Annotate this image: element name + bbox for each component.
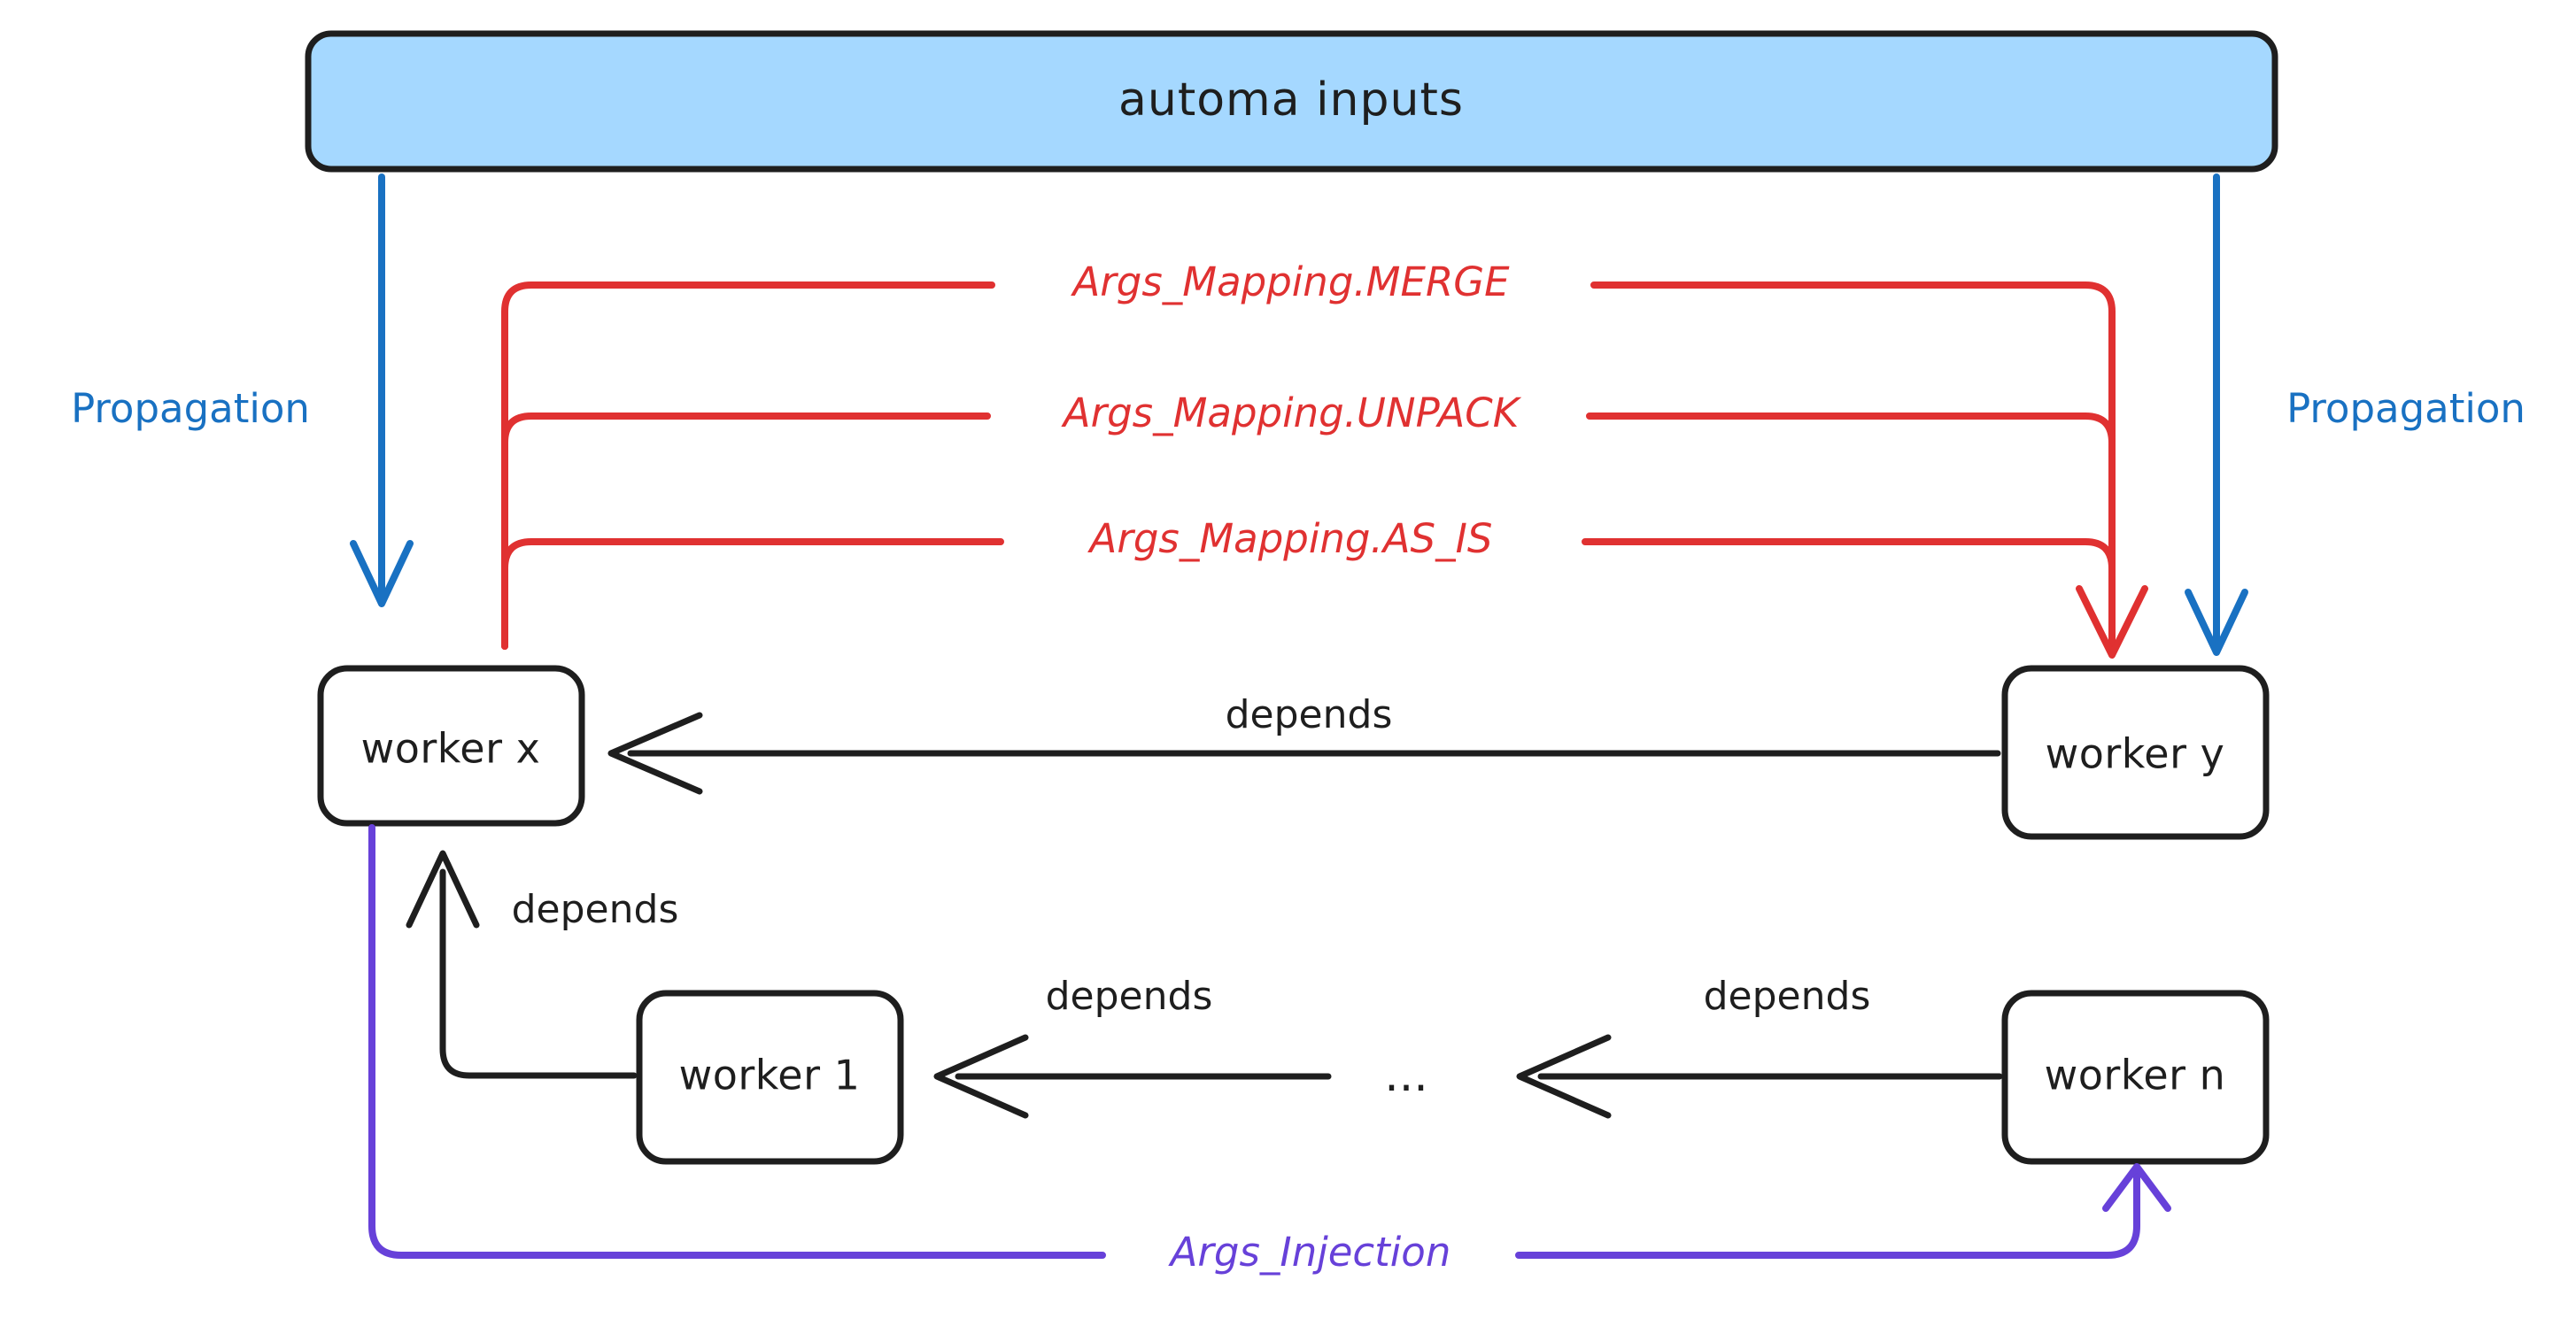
node-worker-y-label: worker y <box>2046 730 2225 778</box>
automa-inputs-box-fill <box>308 34 2275 169</box>
node-worker-1-outline <box>636 990 904 1165</box>
args-mapping-as-is-left-path <box>501 538 1004 650</box>
edge-args-injection <box>368 824 2171 1259</box>
edge-args-injection-arrowhead <box>2102 1163 2171 1212</box>
edge-depends-n-to-mid-head <box>1516 1034 1612 1119</box>
args-mapping-merge-label: Args_Mapping.MERGE <box>1070 258 1510 305</box>
node-worker-n-fill <box>2005 993 2266 1161</box>
node-worker-n-label: worker n <box>2045 1052 2226 1099</box>
edge-depends-mid-to-1-head <box>933 1034 1029 1119</box>
node-worker-x-outline <box>317 665 585 827</box>
node-worker-x-label: worker x <box>361 725 541 773</box>
args-mapping-unpack-left-path <box>501 413 991 650</box>
edge-args-injection-right-path <box>1515 1169 2140 1259</box>
node-worker-1[interactable]: worker 1 <box>636 990 904 1165</box>
propagation-left-label: Propagation <box>71 385 310 432</box>
edge-depends-1-to-x-shaft <box>439 868 638 1079</box>
args-mapping-merge-left-path <box>501 281 995 650</box>
edge-args-injection-left-path <box>368 824 1106 1259</box>
args-mapping-as-is-label: Args_Mapping.AS_IS <box>1087 515 1493 562</box>
args-mapping-arrowhead <box>2076 538 2148 659</box>
propagation-right-label: Propagation <box>2286 385 2526 432</box>
depends-y-to-x-label: depends <box>1226 692 1393 737</box>
node-worker-1-label: worker 1 <box>679 1052 861 1099</box>
node-worker-y-fill <box>2005 668 2266 837</box>
args-mapping-unpack-edge <box>501 413 2116 650</box>
node-worker-y[interactable]: worker y <box>2001 665 2270 840</box>
propagation-arrow-left <box>350 173 414 607</box>
node-worker-n-outline <box>2001 990 2270 1165</box>
node-worker-x-fill <box>321 668 582 823</box>
automa-inputs-box[interactable]: automa inputs <box>305 30 2278 173</box>
node-worker-x[interactable]: worker x <box>317 665 585 827</box>
args-mapping-merge-right-path <box>1590 281 2116 623</box>
args-injection-label: Args_Injection <box>1168 1229 1451 1276</box>
args-mapping-unpack-label: Args_Mapping.UNPACK <box>1061 389 1522 436</box>
edge-depends-1-to-x <box>406 850 638 1079</box>
edge-depends-1-to-x-head <box>406 850 480 929</box>
depends-n-to-mid-label: depends <box>1704 974 1871 1019</box>
automa-inputs-label: automa inputs <box>1118 73 1464 127</box>
edge-depends-n-to-mid <box>1516 1034 2003 1119</box>
node-worker-n[interactable]: worker n <box>2001 990 2270 1165</box>
args-mapping-as-is-right-path <box>1582 538 2116 623</box>
depends-1-to-x-label: depends <box>512 887 679 932</box>
node-worker-y-outline <box>2001 665 2270 840</box>
automa-inputs-box-outline <box>305 30 2278 173</box>
node-worker-1-fill <box>639 993 901 1161</box>
args-mapping-merge-edge <box>501 281 2116 650</box>
args-mapping-unpack-right-path <box>1586 413 2116 623</box>
depends-mid-to-1-label: depends <box>1046 974 1213 1019</box>
propagation-arrow-right-head <box>2185 589 2248 656</box>
node-worker-ellipsis-label: ... <box>1384 1049 1428 1102</box>
propagation-arrow-right <box>2185 173 2248 656</box>
args-mapping-arrowhead-path <box>2076 585 2148 659</box>
edge-depends-y-to-x-head <box>607 712 703 795</box>
edge-depends-y-to-x <box>607 712 2001 795</box>
edge-depends-mid-to-1 <box>933 1034 1332 1119</box>
propagation-arrow-left-head <box>350 540 414 607</box>
